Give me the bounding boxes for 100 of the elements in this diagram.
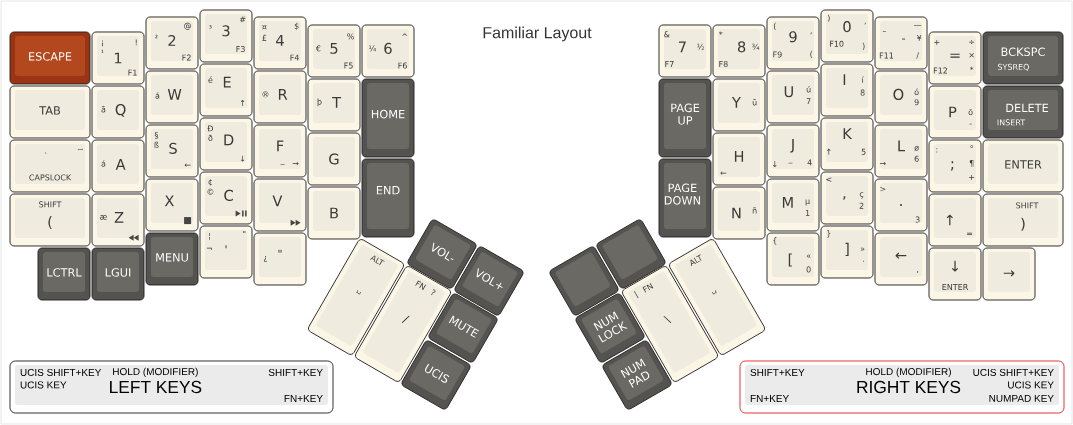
key-legend: 5	[330, 42, 338, 54]
key	[658, 78, 712, 158]
key-legend: F6	[398, 62, 407, 69]
key-legend: F4	[290, 54, 299, 61]
key-legend: X	[164, 195, 174, 207]
key-legend: PAGE DOWN	[664, 183, 700, 205]
key-legend: G	[329, 153, 339, 165]
legend-panel	[739, 360, 1065, 414]
key-legend: C	[224, 189, 233, 201]
key	[9, 193, 91, 247]
key	[928, 85, 982, 139]
key-legend: D	[224, 134, 234, 146]
key-legend: ð	[208, 134, 213, 141]
key	[307, 186, 361, 240]
key-legend: _	[788, 162, 793, 164]
key	[712, 186, 766, 240]
key	[145, 232, 199, 286]
key	[820, 63, 874, 117]
key-legend: ¦	[209, 232, 210, 240]
key	[928, 247, 982, 301]
key-legend: ō	[968, 108, 973, 115]
key-legend: _	[280, 164, 285, 165]
key	[766, 16, 820, 70]
key-legend: 5	[861, 148, 866, 155]
key	[37, 247, 91, 301]
legend-heading: RIGHT KEYS	[857, 380, 961, 394]
key-legend: F11	[879, 52, 894, 59]
key-legend: )	[827, 14, 830, 22]
key-legend: 4	[276, 35, 284, 46]
key	[982, 193, 1064, 247]
key-legend: —	[914, 25, 922, 26]
key-legend: `	[44, 152, 47, 154]
key-legend: Q	[115, 104, 126, 117]
key-legend: 9	[789, 31, 797, 43]
legend-text: NUMPAD KEY	[989, 394, 1054, 402]
key-legend: 2	[168, 34, 176, 46]
key-legend: Y	[731, 97, 741, 108]
key-legend: ~	[77, 148, 83, 151]
key-legend: J	[790, 139, 794, 153]
key-legend: ↑	[946, 214, 953, 226]
key-legend: 1	[114, 52, 122, 64]
key	[145, 70, 199, 124]
key-legend: æ	[100, 215, 107, 220]
key-legend: %	[347, 33, 354, 40]
key-legend: ,	[917, 271, 919, 273]
key-legend: >	[880, 187, 886, 192]
key-legend: ā	[101, 106, 106, 113]
key	[253, 16, 307, 70]
key-legend: (	[810, 50, 813, 58]
key-legend: –	[882, 31, 886, 32]
key	[820, 225, 874, 279]
key-legend: 3	[915, 216, 920, 223]
key-legend: F10	[830, 40, 844, 47]
key	[766, 70, 820, 124]
key	[253, 124, 307, 178]
key-legend: ↓	[773, 161, 777, 167]
key	[982, 247, 1036, 301]
legend-text: SHIFT+KEY	[268, 368, 323, 376]
key-legend: \	[663, 315, 672, 323]
key	[982, 139, 1064, 193]
key-legend: ]	[845, 242, 849, 256]
key-legend: «	[806, 254, 811, 258]
key	[91, 85, 145, 139]
key-legend: PAGE UP	[671, 103, 700, 125]
key-legend: V	[272, 195, 283, 207]
key-legend: Ð	[207, 125, 214, 132]
key-legend: N	[732, 207, 741, 219]
key-legend: ALT	[369, 255, 385, 266]
key-legend: DELETE	[1006, 103, 1048, 112]
key-legend: ’	[864, 22, 866, 25]
key-legend: L	[898, 140, 905, 152]
key-legend: →	[292, 161, 299, 166]
key	[145, 16, 199, 70]
key-legend: S	[169, 142, 177, 154]
key-legend: (	[48, 216, 52, 230]
key-legend: "	[243, 230, 246, 234]
key-legend: F12	[933, 67, 948, 74]
key-legend: ³	[209, 25, 212, 29]
key-legend: *	[969, 66, 974, 71]
key-legend: FN	[642, 283, 654, 293]
key-legend: F7	[665, 61, 674, 67]
key-legend: P	[949, 106, 957, 118]
key-legend: +	[934, 39, 940, 45]
key-legend: !	[135, 39, 137, 46]
key	[199, 171, 253, 225]
key-legend: F1	[128, 69, 137, 76]
key-legend: I	[843, 74, 846, 85]
key	[712, 132, 766, 186]
key	[766, 124, 820, 178]
key-legend: 2	[859, 202, 864, 209]
key-legend: 8	[860, 89, 865, 96]
key-legend: SHIFT	[1016, 202, 1039, 209]
key	[820, 9, 874, 63]
key-legend: $	[294, 22, 299, 30]
key-legend: ¡	[102, 40, 103, 47]
key-legend: (	[773, 22, 776, 30]
key-legend: ↑	[827, 148, 831, 155]
key-legend: -	[902, 38, 906, 40]
key-legend: LCTRL	[47, 268, 82, 277]
key	[9, 31, 91, 85]
